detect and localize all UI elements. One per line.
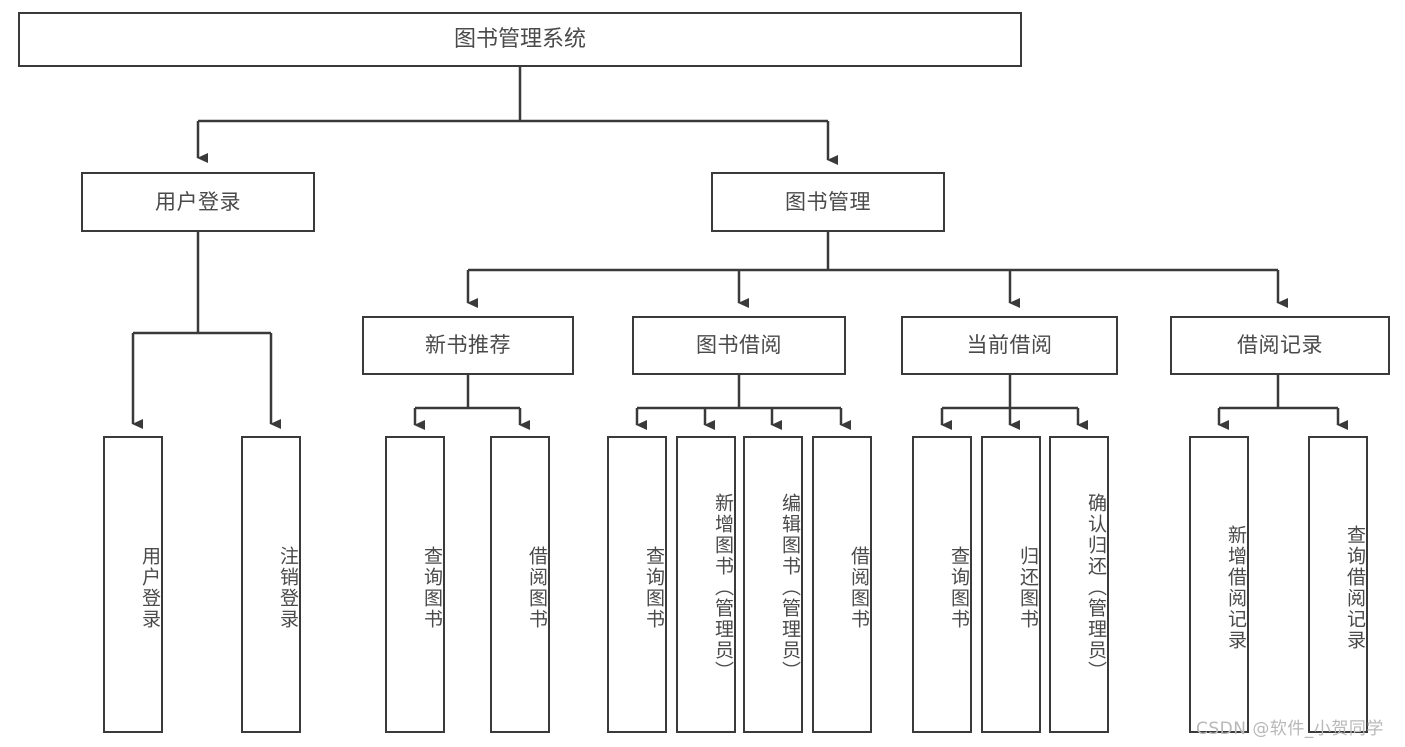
- node-borrow-record-label: 借阅记录: [1237, 333, 1323, 358]
- node-current-borrow[interactable]: 当前借阅: [901, 316, 1118, 375]
- node-book-borrow-label: 图书借阅: [696, 333, 782, 358]
- leaf-query-book-1[interactable]: 查询图书: [385, 436, 445, 733]
- node-book-manage-label: 图书管理: [785, 189, 871, 214]
- leaf-add-book-label: 新增图书（管理员）: [712, 493, 734, 682]
- node-root-label: 图书管理系统: [453, 26, 586, 52]
- leaf-confirm-return[interactable]: 确认归还（管理员）: [1049, 436, 1109, 733]
- csdn-watermark: CSDN @软件_小贺同学: [1196, 719, 1384, 739]
- leaf-add-record[interactable]: 新增借阅记录: [1189, 436, 1249, 733]
- node-root[interactable]: 图书管理系统: [18, 12, 1022, 67]
- node-current-borrow-label: 当前借阅: [966, 333, 1053, 358]
- leaf-user-login[interactable]: 用户登录: [103, 436, 163, 733]
- leaf-query-record[interactable]: 查询借阅记录: [1308, 436, 1368, 733]
- leaf-query-book-2-label: 查询图书: [643, 545, 665, 630]
- leaf-user-logout[interactable]: 注销登录: [241, 436, 301, 733]
- leaf-return-book-label: 归还图书: [1017, 545, 1039, 630]
- leaf-confirm-return-label: 确认归还（管理员）: [1085, 493, 1107, 682]
- node-user-login-label: 用户登录: [155, 189, 241, 214]
- node-book-borrow[interactable]: 图书借阅: [632, 316, 846, 375]
- leaf-query-book-3-label: 查询图书: [948, 545, 970, 630]
- node-user-login[interactable]: 用户登录: [81, 172, 315, 232]
- leaf-edit-book-label: 编辑图书（管理员）: [779, 493, 801, 682]
- leaf-query-record-label: 查询借阅记录: [1344, 524, 1366, 651]
- leaf-borrow-book-1-label: 借阅图书: [526, 545, 548, 630]
- leaf-add-record-label: 新增借阅记录: [1225, 524, 1247, 651]
- leaf-borrow-book-2[interactable]: 借阅图书: [812, 436, 872, 733]
- leaf-query-book-3[interactable]: 查询图书: [912, 436, 972, 733]
- leaf-borrow-book-2-label: 借阅图书: [848, 545, 870, 630]
- leaf-return-book[interactable]: 归还图书: [981, 436, 1041, 733]
- leaf-add-book[interactable]: 新增图书（管理员）: [676, 436, 736, 733]
- leaf-borrow-book-1[interactable]: 借阅图书: [490, 436, 550, 733]
- leaf-user-login-label: 用户登录: [139, 545, 161, 630]
- leaf-user-logout-label: 注销登录: [277, 545, 299, 630]
- leaf-edit-book[interactable]: 编辑图书（管理员）: [743, 436, 803, 733]
- leaf-query-book-2[interactable]: 查询图书: [607, 436, 667, 733]
- node-book-manage[interactable]: 图书管理: [711, 172, 945, 232]
- node-new-book-rec-label: 新书推荐: [425, 333, 511, 358]
- node-borrow-record[interactable]: 借阅记录: [1170, 316, 1390, 375]
- node-new-book-rec[interactable]: 新书推荐: [362, 316, 574, 375]
- leaf-query-book-1-label: 查询图书: [421, 545, 443, 630]
